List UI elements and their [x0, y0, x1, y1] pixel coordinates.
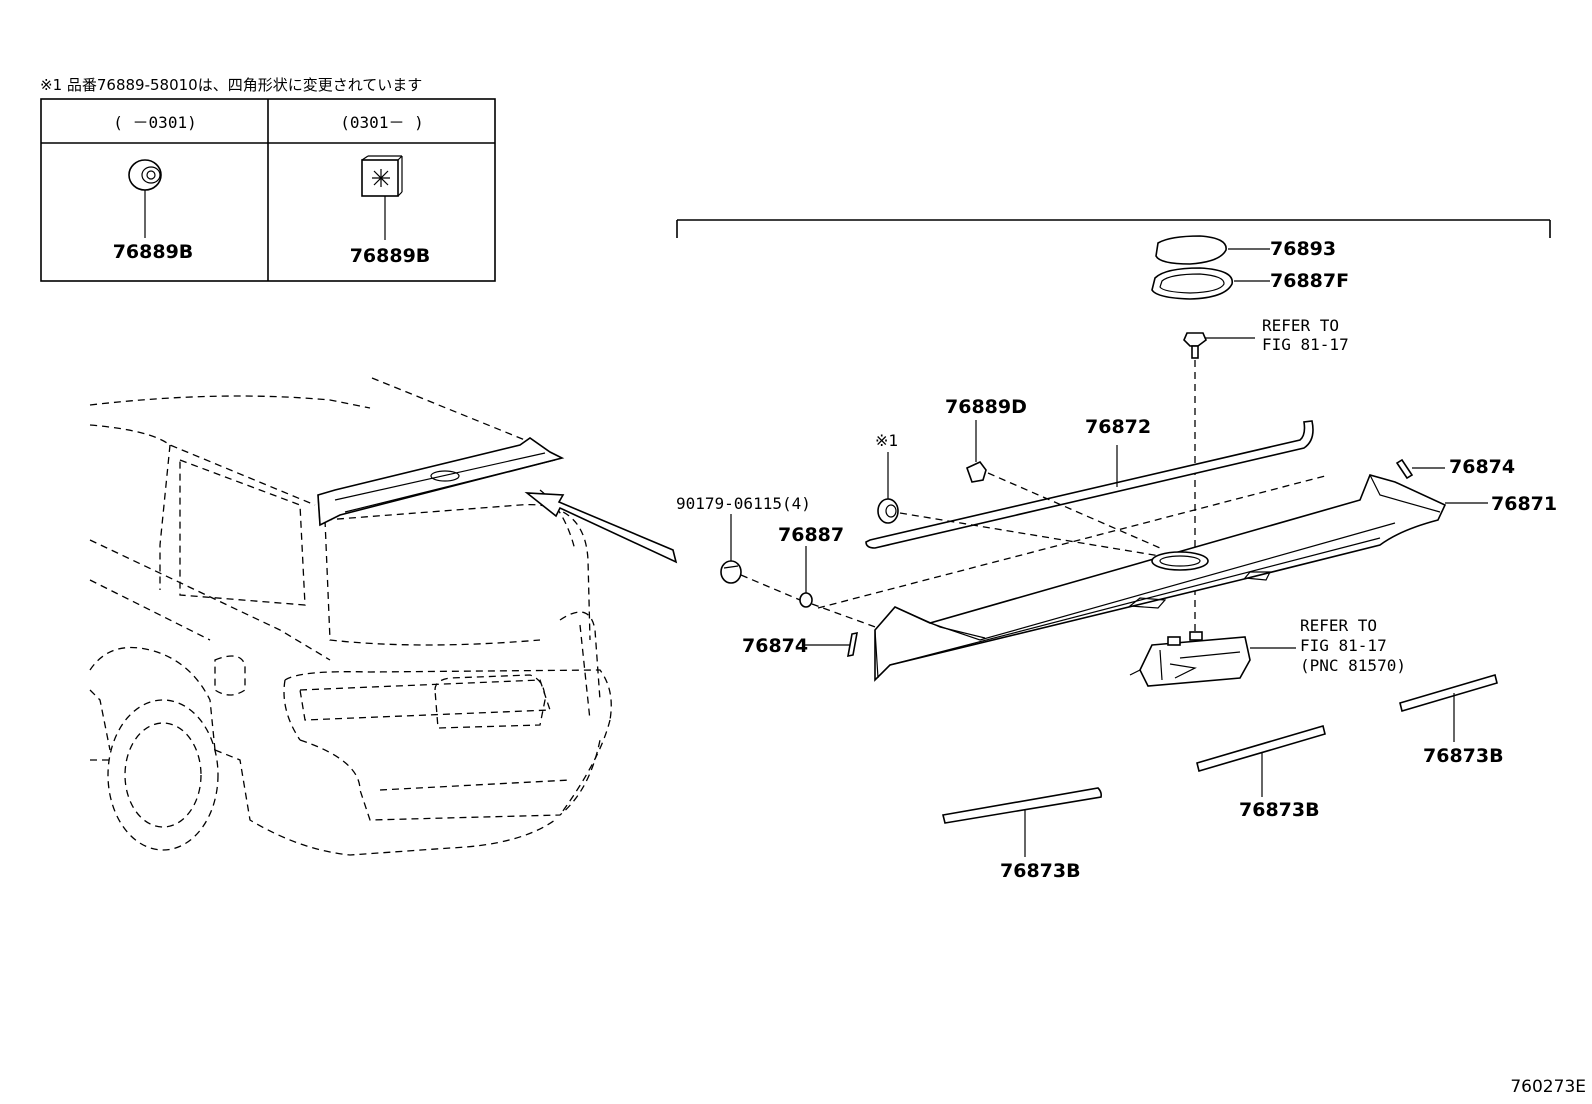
change-note: ※1 品番76889-58010は、四角形状に変更されています — [40, 76, 422, 94]
molding-76873B-mid — [1196, 724, 1326, 797]
label-76873B-right: 76873B — [1423, 745, 1504, 767]
round-grommet-icon — [128, 159, 162, 238]
variant-table: ( －0301) (0301－ ) 76889B 76889B — [40, 98, 496, 282]
cover-76893 — [1155, 235, 1270, 265]
square-grommet-icon — [361, 155, 403, 240]
table-left-header: ( －0301) — [113, 113, 196, 132]
direction-arrow — [524, 492, 678, 564]
label-76889D: 76889D — [945, 396, 1027, 418]
pad-76874-left — [802, 631, 858, 658]
clip-76889D — [966, 420, 1161, 549]
label-76871: 76871 — [1491, 493, 1557, 515]
table-right-part-number: 76889B — [350, 245, 431, 267]
figure-id: 760273E — [1510, 1077, 1586, 1097]
ref-lamp-line2: FIG 81-17 — [1300, 636, 1387, 655]
strip-76872 — [865, 420, 1314, 549]
molding-76873B-left — [942, 787, 1102, 857]
ref-top-line2: FIG 81-17 — [1262, 335, 1349, 354]
label-76887F: 76887F — [1270, 270, 1349, 292]
label-76887: 76887 — [778, 524, 844, 546]
ref-top-line1: REFER TO — [1262, 316, 1339, 335]
label-76874-right: 76874 — [1449, 456, 1515, 478]
label-76893: 76893 — [1270, 238, 1336, 260]
grommet-star1 — [877, 452, 1161, 557]
ref-lamp-line3: (PNC 81570) — [1300, 656, 1406, 675]
stop-lamp-icon — [1129, 631, 1296, 687]
assembly-bracket — [676, 219, 1551, 238]
table-right-header: (0301－ ) — [340, 113, 423, 132]
screw-icon — [1183, 332, 1255, 359]
label-star1: ※1 — [875, 431, 898, 450]
ref-lamp-line1: REFER TO — [1300, 616, 1377, 635]
label-76873B-mid: 76873B — [1239, 799, 1320, 821]
label-76872: 76872 — [1085, 416, 1151, 438]
washer-76887 — [799, 546, 879, 629]
pad-76874-right — [1395, 458, 1445, 480]
molding-76873B-right — [1399, 673, 1498, 742]
label-76873B-left: 76873B — [1000, 860, 1081, 882]
spoiler-76871 — [817, 474, 1488, 682]
nut-90179 — [720, 514, 801, 601]
label-90179: 90179-06115(4) — [676, 494, 811, 513]
vehicle-outline — [89, 377, 612, 856]
table-left-part-number: 76889B — [113, 241, 194, 263]
gasket-76887F — [1151, 267, 1270, 300]
label-76874-left: 76874 — [742, 635, 808, 657]
